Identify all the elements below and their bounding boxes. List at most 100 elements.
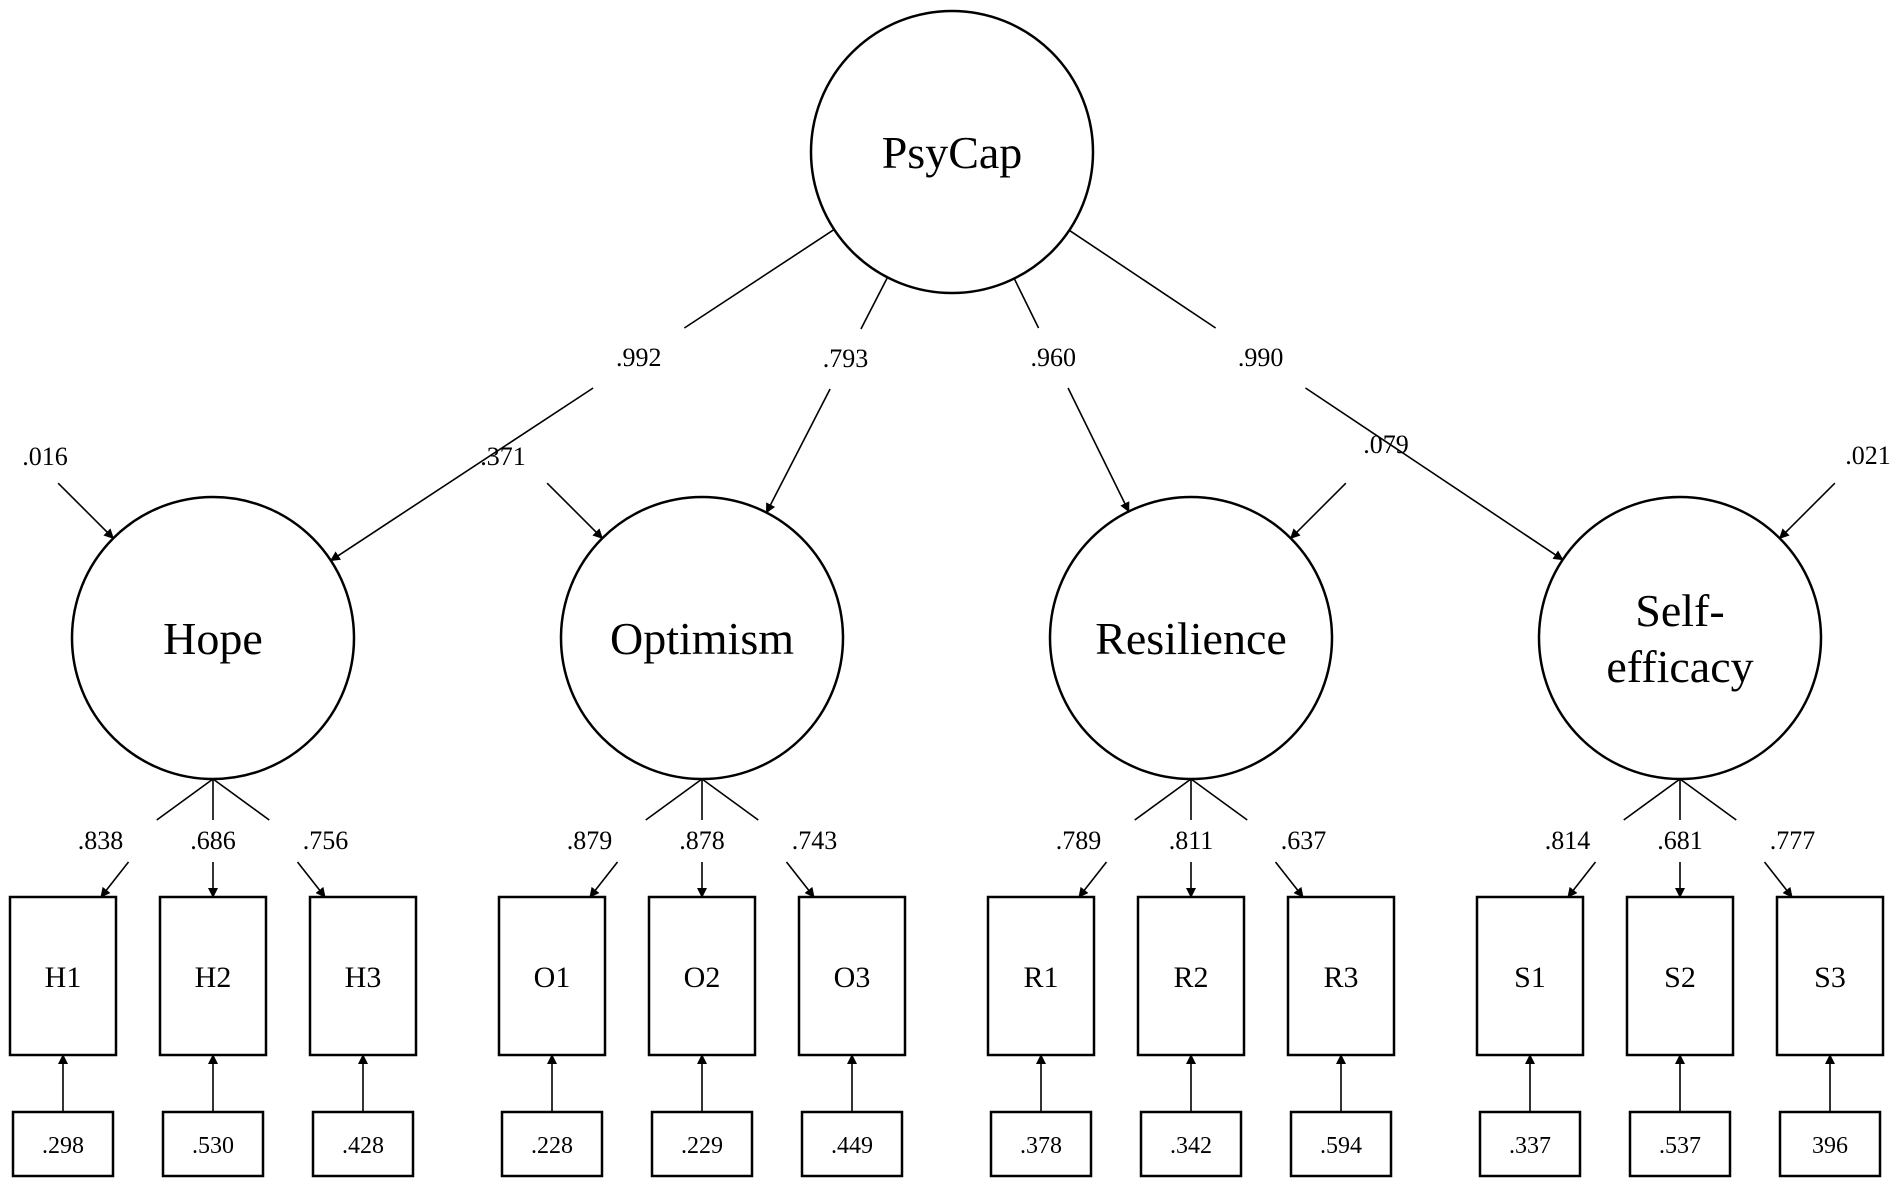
error-box [1478,1110,1582,1178]
loading-value: .686 [190,826,236,855]
path-coefficient: .990 [1238,343,1284,372]
loading-line-upper-R3 [1190,778,1248,821]
factor-node-2: Resilience.960.079 [1031,343,1409,781]
loading-line-upper-S1 [1623,778,1681,821]
path-line-upper-2 [1013,278,1040,329]
factor-circle [559,495,845,781]
factor-circle [70,495,356,781]
error-value: .342 [1170,1133,1212,1159]
indicator-label: H3 [345,961,382,994]
path-line-upper-1 [860,277,889,330]
error-box [500,1110,604,1178]
path-coefficient: .992 [616,343,662,372]
error-value: 396 [1812,1133,1848,1159]
disturbance-value: .021 [1845,441,1891,470]
loading-value: .811 [1169,826,1214,855]
disturbance-arrow-1 [546,482,604,540]
loading-value: .777 [1770,826,1816,855]
loading-value: .681 [1657,826,1703,855]
error-box [1778,1110,1882,1178]
indicator-box [158,895,268,1057]
indicator-label: H2 [195,961,232,994]
loading-arrow-O3 [785,861,815,898]
disturbance-arrow-2 [1289,482,1347,540]
indicator-label: R1 [1023,961,1058,994]
psycap-label: PsyCap [882,127,1023,178]
path-arrow-0 [329,387,594,562]
error-value: .229 [681,1133,723,1159]
loading-arrow-R3 [1274,861,1304,898]
indicator-label: O2 [684,961,721,994]
loading-value: .879 [567,826,613,855]
loading-line-upper-S3 [1679,778,1737,821]
disturbance-arrow-0 [57,482,115,540]
disturbance-value: .079 [1363,430,1409,459]
indicator-label: O3 [834,961,871,994]
indicator-box [986,895,1096,1057]
indicator-box [1286,895,1396,1057]
indicator-label: R2 [1173,961,1208,994]
indicator-box [8,895,118,1057]
error-value: .537 [1659,1133,1701,1159]
disturbance-value: .016 [22,442,68,471]
error-value: .530 [192,1133,234,1159]
indicator-label: S3 [1814,961,1846,994]
factor-label-line-2: efficacy [1606,641,1753,692]
error-box [311,1110,415,1178]
loading-value: .789 [1056,826,1102,855]
indicator-box [647,895,757,1057]
indicator-label: R3 [1323,961,1358,994]
factor-circle [1537,495,1823,781]
error-value: .594 [1320,1133,1362,1159]
factor-label: Optimism [610,613,794,664]
error-box [1139,1110,1243,1178]
psycap-node: PsyCap [809,9,1095,295]
loading-line-upper-H3 [212,778,270,821]
loading-line-upper-R1 [1134,778,1192,821]
error-box [989,1110,1093,1178]
path-arrow-1 [765,388,831,514]
factor-node-0: Hope.992.016 [22,343,662,781]
loading-arrow-S3 [1763,861,1793,898]
indicator-label: H1 [45,961,82,994]
loading-line-upper-O1 [645,778,703,821]
loading-arrow-H3 [296,861,326,898]
items-layer: .838H1.298.686H2.530.756H3.428.879O1.228… [8,826,1885,1178]
loading-value: .637 [1281,826,1327,855]
edges-layer [57,228,1836,1112]
indicator-box [797,895,907,1057]
factor-node-1: Optimism .793 .371 [480,344,869,781]
factors-layer: Hope.992.016Optimism.793.371Resilience.9… [22,343,1891,781]
loading-arrow-H1 [100,861,130,898]
error-box [800,1110,904,1178]
factor-circle [1048,495,1334,781]
loading-line-upper-O3 [701,778,759,821]
error-box [650,1110,754,1178]
error-box [1628,1110,1732,1178]
factor-label-line-1: Self- [1635,585,1724,636]
path-coefficient: .960 [1031,343,1077,372]
indicator-box [1475,895,1585,1057]
loading-line-upper-H1 [156,778,214,821]
indicator-label: O1 [534,961,571,994]
psycap-circle [809,9,1095,295]
loading-arrow-S1 [1567,861,1597,898]
indicator-label: S1 [1514,961,1546,994]
path-arrow-2 [1067,387,1130,513]
loading-value: .838 [78,826,124,855]
error-box [11,1110,115,1178]
path-coefficient: .793 [823,344,869,373]
disturbance-value: .371 [480,442,526,471]
loading-arrow-O1 [589,861,619,898]
path-line-upper-0 [683,228,835,329]
loading-value: .814 [1545,826,1591,855]
path-arrow-3 [1305,387,1564,561]
